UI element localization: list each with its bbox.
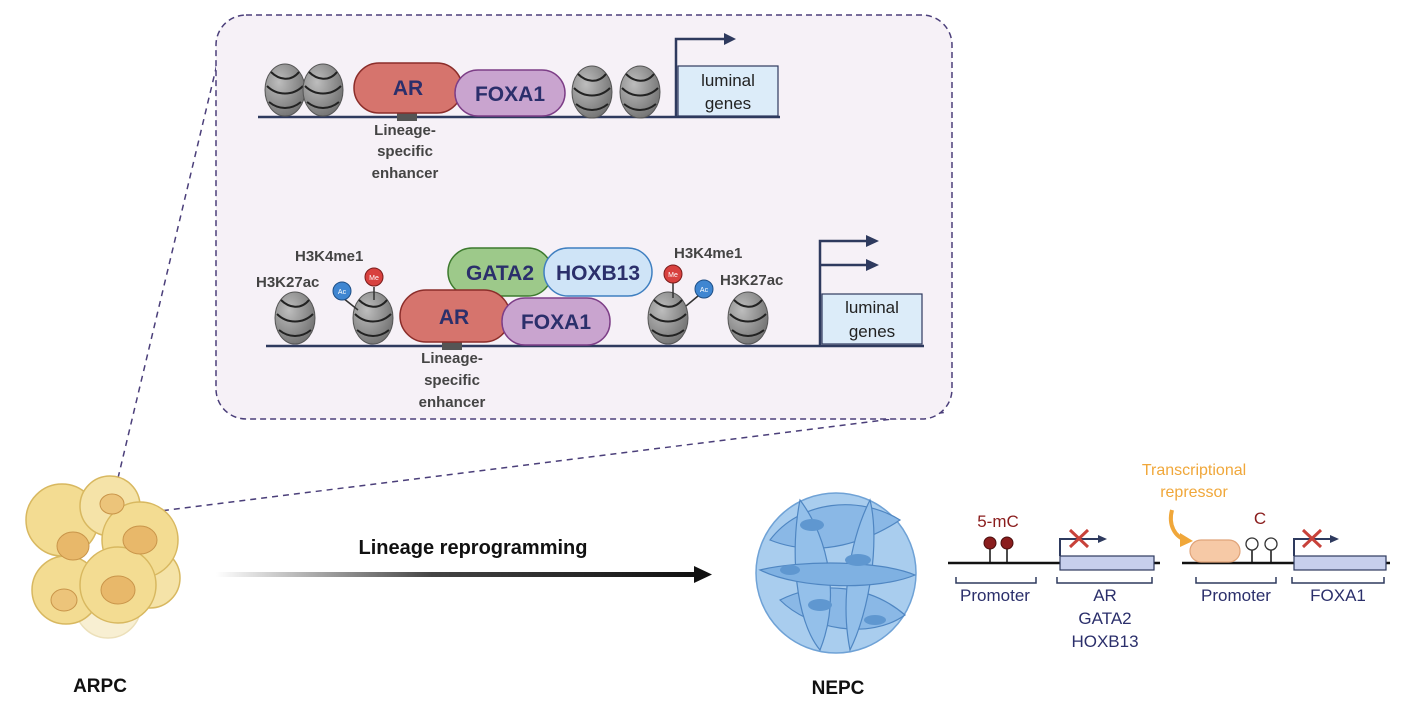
arpc-label: ARPC [73, 676, 127, 697]
luminal-genes-box [821, 293, 923, 345]
tss-arrowhead [866, 235, 879, 247]
nucleosome [302, 63, 344, 117]
ar-label: AR [393, 77, 423, 100]
zoom-line-left [117, 59, 219, 479]
luminal-genes-text-2: genes [705, 94, 751, 113]
gene-bracket [1056, 577, 1153, 584]
bottom-chromatin: Ac Me H3K4me1 H3K27ac GATA2 HOXB13 AR FO… [256, 235, 924, 411]
tss-arrow [1059, 538, 1100, 556]
repressed-locus: Transcriptional repressor C Promoter FOX… [1142, 462, 1390, 605]
enhancer-label-1: Lineage- [374, 122, 436, 139]
foxa1-label: FOXA1 [475, 83, 545, 106]
zoom-line-right [151, 411, 949, 513]
h3k27ac-right: H3K27ac [720, 272, 783, 289]
arpc-cell-cluster [25, 475, 181, 639]
repressor-label-2: repressor [1160, 484, 1228, 501]
hoxb13-protein [543, 247, 653, 297]
gene-body [1293, 555, 1387, 571]
repressor-protein [1189, 539, 1241, 563]
foxa1-protein [454, 69, 566, 117]
unmethylated-cpg [1245, 537, 1259, 551]
foxa1-label: FOXA1 [521, 311, 591, 334]
repressor-label-1: Transcriptional [1142, 462, 1246, 479]
enhancer-label-3: enhancer [372, 165, 439, 182]
tss-arrow [674, 37, 726, 117]
gata2-label: GATA2 [466, 262, 534, 285]
enhancer-label-1: Lineage- [421, 350, 483, 367]
promoter-bracket [955, 577, 1037, 584]
tss-arrow [818, 239, 868, 346]
reprogramming-label: Lineage reprogramming [359, 537, 588, 559]
tss-arrowhead [724, 33, 736, 45]
nucleosome [619, 65, 661, 119]
methylated-locus: 5-mC Promoter AR GATA2 HOXB13 [948, 512, 1160, 651]
hoxb13-label: HOXB13 [556, 262, 640, 285]
reprogramming-arrow-shaft [216, 572, 696, 577]
ar-label: AR [439, 306, 469, 329]
gene-body [1059, 555, 1155, 571]
enhancer-site [397, 113, 417, 121]
svg-text:Ac: Ac [338, 289, 347, 296]
h3k4me1-right: H3K4me1 [674, 245, 742, 262]
blocked-transcription-icon [1068, 528, 1090, 549]
gene-label-hoxb13: HOXB13 [1071, 632, 1138, 651]
methyl-cpg [1000, 536, 1014, 550]
svg-text:Ac: Ac [700, 287, 709, 294]
cytosine-label: C [1254, 509, 1266, 528]
luminal-genes-text-2: genes [849, 322, 895, 341]
nepc-label: NEPC [812, 678, 865, 699]
foxa1-protein [501, 297, 611, 346]
promoter-label: Promoter [1201, 586, 1271, 605]
acetyl-mark [332, 281, 352, 301]
h3k4me1-left: H3K4me1 [295, 248, 363, 265]
5mc-label: 5-mC [977, 512, 1019, 531]
methyl-mark [663, 264, 683, 284]
enhancer-label-2: specific [424, 372, 480, 389]
nucleosome [264, 63, 306, 117]
unmethylated-cpg [1264, 537, 1278, 551]
methyl-mark [364, 267, 384, 287]
luminal-genes-text-1: luminal [701, 71, 755, 90]
luminal-genes-text-1: luminal [845, 298, 899, 317]
gene-label-foxa1: FOXA1 [1310, 586, 1366, 605]
svg-text:Me: Me [668, 272, 678, 279]
gene-bracket [1291, 577, 1385, 584]
gene-label-ar: AR [1093, 586, 1117, 605]
nepc-cell-cluster [755, 492, 917, 654]
tss-arrowhead [866, 259, 879, 271]
h3k27ac-left: H3K27ac [256, 274, 319, 291]
enhancer-site [442, 342, 462, 350]
reprogramming-arrowhead [694, 566, 712, 583]
methyl-cpg [983, 536, 997, 550]
nucleosome [571, 65, 613, 119]
promoter-bracket [1195, 577, 1277, 584]
svg-text:Me: Me [369, 275, 379, 282]
nucleosome [274, 291, 316, 345]
luminal-genes-box [677, 65, 779, 117]
nucleosome [727, 291, 769, 345]
gene-label-gata2: GATA2 [1078, 609, 1131, 628]
promoter-label: Promoter [960, 586, 1030, 605]
nucleosome [352, 291, 394, 345]
top-chromatin: AR FOXA1 Lineage- specific enhancer lumi… [258, 33, 780, 182]
acetyl-mark [694, 279, 714, 299]
tss-arrow [1293, 538, 1332, 556]
blocked-transcription-icon [1301, 528, 1323, 549]
nucleosome [647, 291, 689, 345]
enhancer-label-2: specific [377, 143, 433, 160]
enhancer-label-3: enhancer [419, 394, 486, 411]
